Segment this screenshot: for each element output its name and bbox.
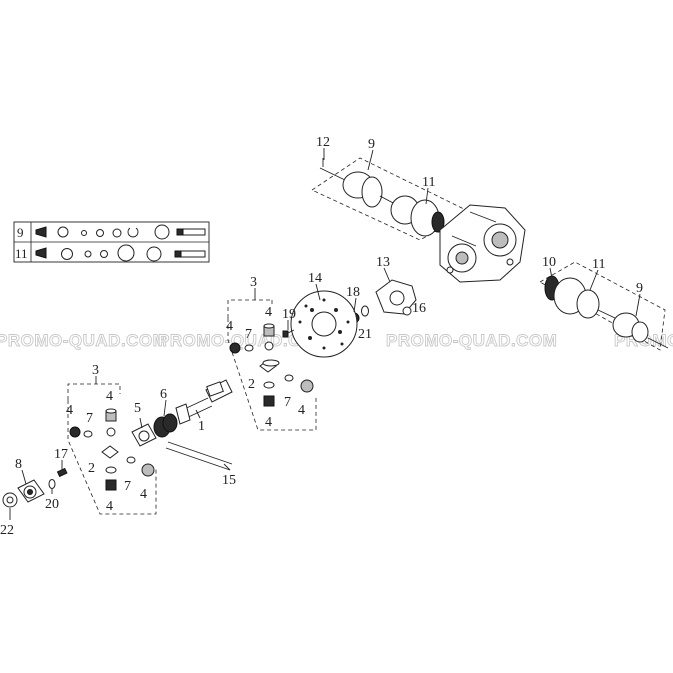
callout-4: 4 xyxy=(265,415,272,430)
legend-row-label: 9 xyxy=(17,225,24,240)
legend-row-label: 11 xyxy=(15,246,28,261)
callout-4: 4 xyxy=(106,389,113,404)
callout-2: 2 xyxy=(88,461,95,476)
callout-20: 20 xyxy=(45,497,59,512)
watermark-text: PROMO-QUAD.COM xyxy=(386,331,557,350)
callout-18: 18 xyxy=(346,285,360,300)
watermark-text: PROMO-QUAD.COM xyxy=(0,331,167,350)
callout-19: 19 xyxy=(282,307,296,322)
callout-7: 7 xyxy=(124,479,131,494)
propeller-shaft xyxy=(175,379,233,425)
kit-parts-row-9 xyxy=(35,224,206,240)
callout-6: 6 xyxy=(160,387,167,402)
callout-15: 15 xyxy=(222,473,236,488)
callout-11: 11 xyxy=(422,175,435,190)
callout-9: 9 xyxy=(636,281,643,296)
callout-4: 4 xyxy=(140,487,147,502)
callout-5: 5 xyxy=(134,401,141,416)
protective-strips-15 xyxy=(165,441,233,471)
callout-7: 7 xyxy=(245,327,252,342)
callout-3: 3 xyxy=(92,363,99,378)
callout-21: 21 xyxy=(358,327,372,342)
yoke-5 xyxy=(131,423,157,447)
callout-12: 12 xyxy=(316,135,330,150)
upper-universal-joint-kit xyxy=(227,299,317,431)
callout-7: 7 xyxy=(284,395,291,410)
front-right-axle-shaft xyxy=(539,261,669,351)
leader-lines xyxy=(9,148,641,520)
callout-17: 17 xyxy=(54,447,68,462)
callout-10: 10 xyxy=(542,255,556,270)
differential-housing xyxy=(439,204,526,283)
callout-4: 4 xyxy=(106,499,113,514)
callout-labels: 12 9 11 10 11 9 13 16 18 21 14 19 3 4 4 … xyxy=(0,135,643,538)
callout-4: 4 xyxy=(265,305,272,320)
brake-disc xyxy=(290,290,358,358)
kit-parts-row-11 xyxy=(35,244,206,262)
callout-4: 4 xyxy=(298,403,305,418)
callout-2: 2 xyxy=(248,377,255,392)
callout-11: 11 xyxy=(592,257,605,272)
kit-legend-table: 9 11 xyxy=(13,221,210,263)
callout-4: 4 xyxy=(66,403,73,418)
callout-9: 9 xyxy=(368,137,375,152)
callout-16: 16 xyxy=(412,301,426,316)
callout-14: 14 xyxy=(308,271,322,286)
front-yoke xyxy=(2,467,68,508)
disc-bolt xyxy=(282,329,295,338)
callout-13: 13 xyxy=(376,255,390,270)
callout-4: 4 xyxy=(226,319,233,334)
callout-22: 22 xyxy=(0,523,14,538)
callout-8: 8 xyxy=(15,457,22,472)
callout-7: 7 xyxy=(86,411,93,426)
callout-1: 1 xyxy=(198,419,205,434)
front-left-axle-shaft xyxy=(311,157,471,241)
callout-3: 3 xyxy=(250,275,257,290)
shaft-boot-6 xyxy=(153,413,178,438)
lower-universal-joint-kit xyxy=(67,383,157,515)
